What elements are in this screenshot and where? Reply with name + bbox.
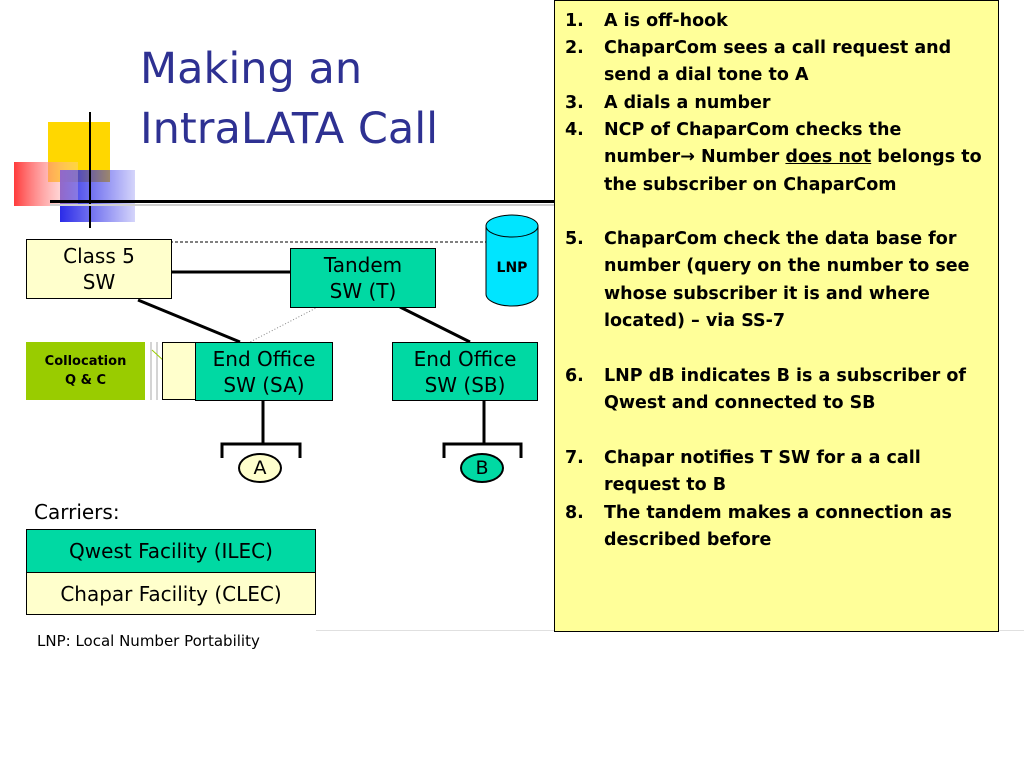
step-text-emphasis: does not xyxy=(785,147,872,168)
end-office-sb-label-2: SW (SB) xyxy=(424,372,506,397)
diagram-connectors xyxy=(137,241,523,458)
step-text: The tandem makes a connection as describ… xyxy=(604,503,952,551)
end-office-sa-box: End Office SW (SA) xyxy=(195,342,333,401)
step-number: 7. xyxy=(565,448,584,468)
page-title-line-2: IntraLATA Call xyxy=(140,104,439,154)
class5-switch-label-2: SW xyxy=(82,270,116,294)
collocation-box: Collocation Q & C xyxy=(26,342,145,400)
end-office-sa-label-2: SW (SA) xyxy=(223,372,305,397)
collocation-label-1: Collocation xyxy=(44,354,127,369)
end-office-sb-label-1: End Office xyxy=(413,346,517,371)
step-text: ChaparCom sees a call request and send a… xyxy=(604,38,952,86)
database-cylinder-icon xyxy=(485,214,539,307)
arrow-right-icon: → xyxy=(680,147,695,168)
collocation-label-2: Q & C xyxy=(65,373,106,388)
end-office-sa-label-1: End Office xyxy=(212,346,316,371)
carriers-label: Carriers: xyxy=(34,500,120,524)
end-office-sb-box: End Office SW (SB) xyxy=(392,342,538,401)
step-text-post: belongs to the subscriber on ChaparCom xyxy=(604,147,982,195)
step-text: A dials a number xyxy=(604,93,771,113)
step-text: Chapar notifies T SW for a a call reques… xyxy=(604,448,921,496)
class5-switch-box: Class 5 SW xyxy=(26,239,172,299)
steps-panel: 1. A is off-hook 2. ChaparCom sees a cal… xyxy=(554,0,999,632)
title-rule xyxy=(50,200,555,203)
page-title-line-1: Making an xyxy=(140,44,363,94)
step-number: 6. xyxy=(565,366,584,386)
collocation-cage xyxy=(162,342,198,400)
step-number: 5. xyxy=(565,229,584,249)
red-square xyxy=(14,162,78,206)
tandem-switch-label-1: Tandem xyxy=(323,253,403,277)
step-number: 2. xyxy=(565,38,584,58)
legend-qwest-facility: Qwest Facility (ILEC) xyxy=(26,529,316,573)
step-item: 1. A is off-hook xyxy=(565,8,985,35)
lnp-label: LNP xyxy=(496,260,528,276)
title-rule-shadow xyxy=(50,204,555,206)
decorative-logo xyxy=(10,110,140,230)
step-text-mid: Number xyxy=(694,147,786,168)
step-text: LNP dB indicates B is a subscriber of Qw… xyxy=(604,366,966,414)
footnote: LNP: Local Number Portability xyxy=(37,632,260,650)
class5-switch-label-1: Class 5 xyxy=(63,244,135,268)
legend-chapar-facility: Chapar Facility (CLEC) xyxy=(26,572,316,615)
step-item: 3. A dials a number xyxy=(565,90,985,117)
step-number: 8. xyxy=(565,503,584,523)
step-item: 7. Chapar notifies T SW for a a call req… xyxy=(565,445,985,500)
tandem-switch-label-2: SW (T) xyxy=(329,279,397,303)
step-number: 3. xyxy=(565,93,584,113)
step-item: 4. NCP of ChaparCom checks the number→ N… xyxy=(565,117,985,199)
subscriber-b-node: B xyxy=(460,453,504,483)
step-text-pre: NCP of ChaparCom checks the number xyxy=(604,120,902,168)
step-item: 5. ChaparCom check the data base for num… xyxy=(565,226,985,335)
step-text: A is off-hook xyxy=(604,11,728,31)
step-item: 2. ChaparCom sees a call request and sen… xyxy=(565,35,985,90)
step-text: NCP of ChaparCom checks the number→ Numb… xyxy=(604,117,985,199)
lnp-database: LNP xyxy=(485,214,539,308)
step-text: ChaparCom check the data base for number… xyxy=(604,229,970,331)
tandem-switch-box: Tandem SW (T) xyxy=(290,248,436,308)
step-number: 1. xyxy=(565,11,584,31)
step-item: 6. LNP dB indicates B is a subscriber of… xyxy=(565,363,985,418)
step-item: 8. The tandem makes a connection as desc… xyxy=(565,500,985,555)
step-number: 4. xyxy=(565,120,584,140)
subscriber-a-node: A xyxy=(238,453,282,483)
